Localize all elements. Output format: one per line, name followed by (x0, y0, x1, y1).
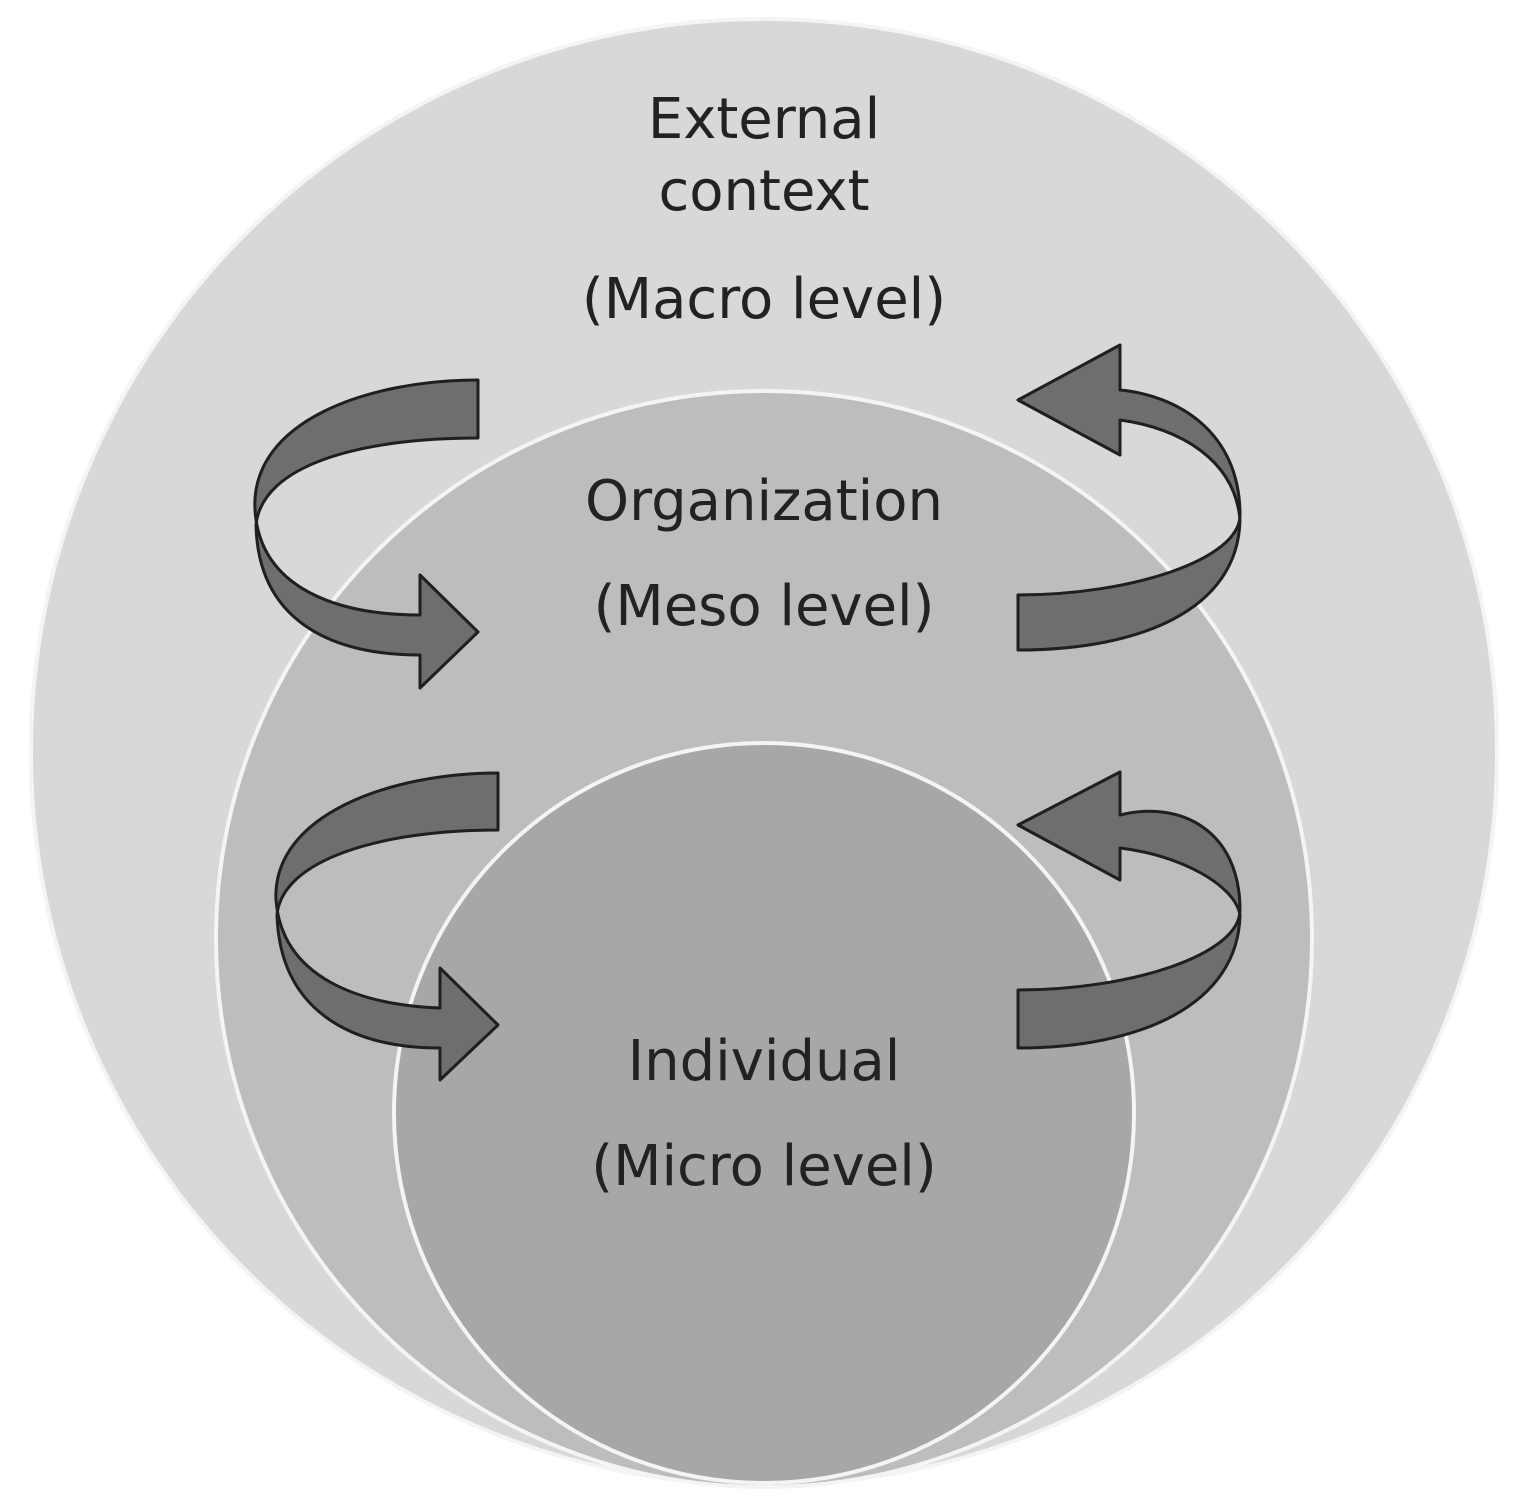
macro-to-meso-arrow (253, 378, 480, 690)
macro-title-line1: External (648, 87, 880, 152)
micro-to-meso-arrow (1016, 770, 1242, 1050)
meso-to-macro-arrow (1016, 343, 1242, 652)
micro-level-subtitle: (Micro level) (591, 1134, 936, 1199)
meso-level-subtitle: (Meso level) (594, 574, 935, 639)
micro-level-circle (392, 741, 1136, 1485)
macro-level-subtitle: (Macro level) (582, 267, 946, 332)
meso-to-micro-arrow (274, 771, 500, 1082)
meso-title: Organization (585, 469, 943, 534)
micro-title: Individual (628, 1029, 901, 1094)
macro-title-line2: context (658, 159, 869, 224)
